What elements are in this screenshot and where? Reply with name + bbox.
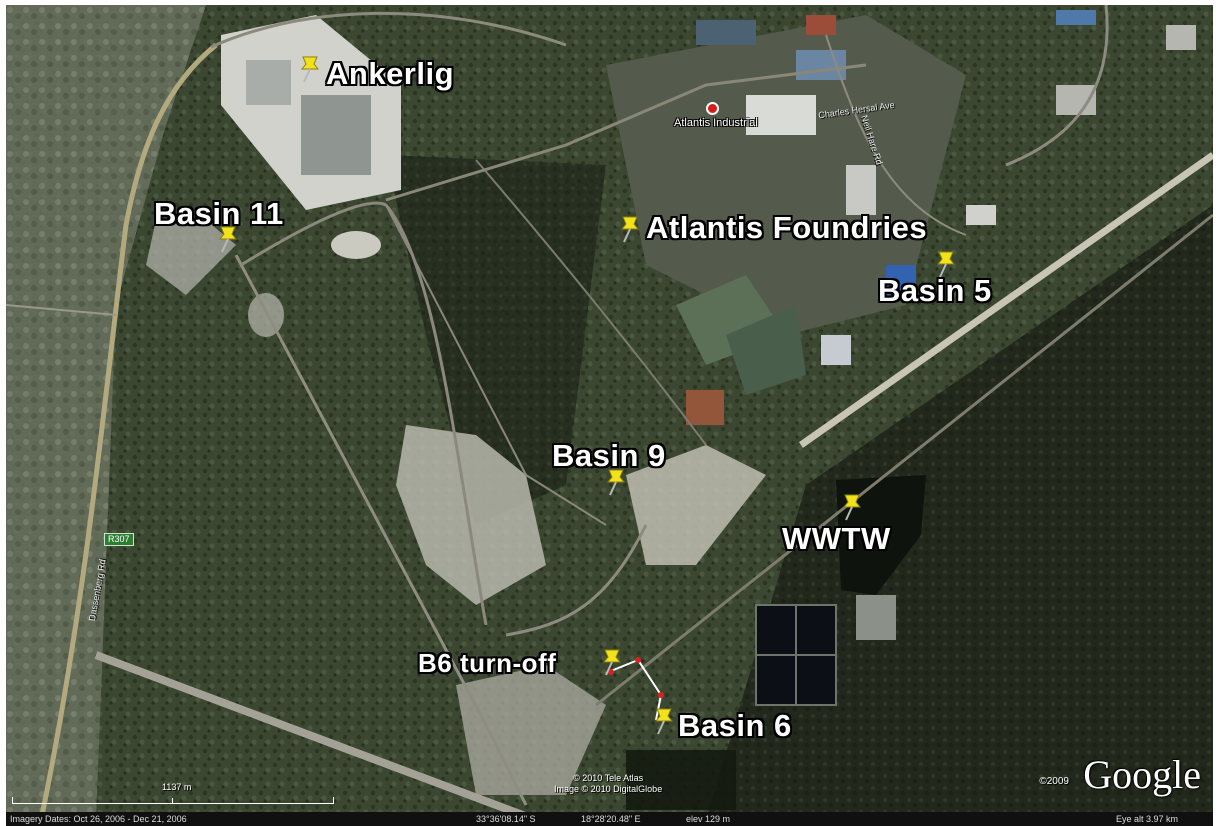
- google-logo: Google: [1083, 752, 1201, 797]
- label-basin-5[interactable]: Basin 5: [878, 273, 992, 308]
- scale-bar-label: 1137 m: [162, 782, 192, 792]
- eye-altitude-readout: Eye alt 3.97 km: [1116, 814, 1179, 824]
- pushpin-icon-basin-9[interactable]: [604, 468, 628, 496]
- copyright-line-2: Image © 2010 DigitalGlobe: [554, 784, 663, 794]
- label-basin-6[interactable]: Basin 6: [678, 708, 792, 743]
- pushpin-icon-atlantis-foundries[interactable]: [618, 215, 642, 243]
- pushpin-icon-ankerlig[interactable]: [298, 55, 322, 83]
- satellite-imagery: [6, 5, 1213, 820]
- imagery-copyright: © 2010 Tele Atlas Image © 2010 DigitalGl…: [554, 773, 662, 795]
- label-wwtw[interactable]: WWTW: [782, 521, 891, 556]
- google-copyright-year: ©2009: [1039, 776, 1069, 787]
- status-bar: Imagery Dates: Oct 26, 2006 - Dec 21, 20…: [6, 812, 1213, 826]
- scale-bar: 1137 m: [12, 782, 342, 806]
- scale-bar-line: [12, 797, 334, 804]
- satellite-map[interactable]: R307 Dassenberg Rd Charles Hersal Ave Ne…: [6, 5, 1213, 820]
- label-ankerlig[interactable]: Ankerlig: [326, 56, 455, 91]
- pushpin-icon-basin-11[interactable]: [216, 225, 240, 253]
- label-b6-turnoff[interactable]: B6 turn-off: [418, 648, 557, 678]
- poi-atlantis-industrial[interactable]: Atlantis Industrial: [674, 117, 758, 129]
- pushpin-icon-basin-5[interactable]: [934, 250, 958, 278]
- pushpin-icon-wwtw[interactable]: [840, 493, 864, 521]
- imagery-dates: Imagery Dates: Oct 26, 2006 - Dec 21, 20…: [10, 814, 187, 824]
- label-basin-11[interactable]: Basin 11: [154, 196, 284, 231]
- scale-bar-tick: [172, 798, 173, 804]
- longitude-readout: 18°28'20.48" E: [581, 814, 641, 824]
- pushpin-icon-basin-6[interactable]: [652, 707, 676, 735]
- road-shield: R307: [104, 533, 134, 546]
- label-basin-9[interactable]: Basin 9: [552, 438, 666, 473]
- label-atlantis-foundries[interactable]: Atlantis Foundries: [646, 210, 928, 245]
- poi-marker-icon[interactable]: [706, 102, 719, 115]
- pushpin-icon-b6-turnoff[interactable]: [600, 648, 624, 676]
- copyright-line-1: © 2010 Tele Atlas: [573, 773, 644, 783]
- latitude-readout: 33°36'08.14" S: [476, 814, 536, 824]
- elevation-readout: elev 129 m: [686, 814, 731, 824]
